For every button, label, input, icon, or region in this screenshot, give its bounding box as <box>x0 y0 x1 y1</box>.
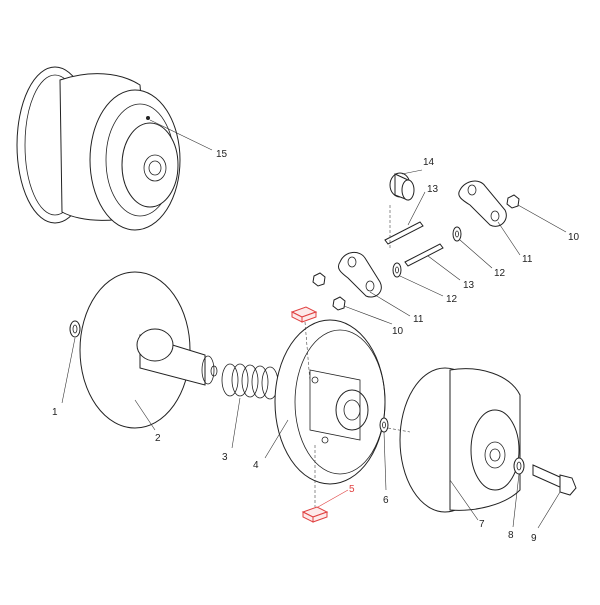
part-6-washer[interactable] <box>379 417 389 433</box>
part-12-washer-a[interactable] <box>452 226 462 242</box>
svg-text:11: 11 <box>413 314 424 325</box>
callout-5: 5 <box>317 484 355 508</box>
svg-text:7: 7 <box>479 519 485 530</box>
svg-text:4: 4 <box>253 460 259 471</box>
part-5-slider-pad-top[interactable] <box>290 306 318 323</box>
callout-11a: 11 <box>497 221 533 265</box>
part-15-clutch-assembly[interactable] <box>16 66 181 231</box>
part-10-nut-b[interactable] <box>312 272 346 311</box>
svg-text:12: 12 <box>446 294 458 305</box>
callout-3: 3 <box>222 397 241 463</box>
callout-14: 14 <box>401 157 435 175</box>
part-11-link-plate-b[interactable] <box>337 252 382 298</box>
callout-6: 6 <box>383 431 389 506</box>
part-13-pin-a[interactable] <box>384 221 424 245</box>
callout-11b: 11 <box>369 291 424 325</box>
part-12-washer-b[interactable] <box>392 262 402 278</box>
part-7-cover[interactable] <box>399 367 521 513</box>
svg-text:11: 11 <box>522 254 533 265</box>
part-3-spring[interactable] <box>221 363 279 400</box>
part-8-washer[interactable] <box>513 457 525 475</box>
callout-8: 8 <box>508 473 520 541</box>
svg-text:9: 9 <box>531 533 537 544</box>
svg-text:6: 6 <box>383 495 389 506</box>
svg-text:13: 13 <box>427 184 439 195</box>
part-5-slider-pad-bottom[interactable] <box>301 506 329 523</box>
svg-text:14: 14 <box>423 157 435 168</box>
svg-text:10: 10 <box>568 232 580 243</box>
svg-text:10: 10 <box>392 326 404 337</box>
svg-text:5: 5 <box>349 484 355 495</box>
svg-text:3: 3 <box>222 452 228 463</box>
callout-13b: 13 <box>427 255 475 291</box>
part-9-bolt[interactable] <box>532 464 577 496</box>
svg-text:13: 13 <box>463 280 475 291</box>
part-14-roller[interactable] <box>389 172 415 201</box>
callout-15: 15 <box>149 119 228 160</box>
callout-13a: 13 <box>407 184 439 226</box>
part-1-washer[interactable] <box>69 320 81 338</box>
svg-text:1: 1 <box>52 407 58 418</box>
callout-12a: 12 <box>459 239 506 279</box>
callout-7: 7 <box>449 479 485 530</box>
assembly-lines <box>304 205 411 507</box>
callout-1: 1 <box>52 337 76 418</box>
callout-10b: 10 <box>343 305 404 337</box>
part-10-nut-a[interactable] <box>506 194 520 209</box>
part-11-link-plate-a[interactable] <box>458 180 507 227</box>
part-4-movable-sheave[interactable] <box>274 319 386 485</box>
callout-4: 4 <box>253 419 289 471</box>
svg-text:2: 2 <box>155 433 161 444</box>
svg-text:8: 8 <box>508 530 514 541</box>
callout-9: 9 <box>531 491 561 544</box>
svg-text:12: 12 <box>494 268 506 279</box>
svg-text:15: 15 <box>216 149 228 160</box>
part-13-pin-b[interactable] <box>404 243 444 267</box>
callout-12b: 12 <box>399 275 458 305</box>
part-2-fixed-sheave[interactable] <box>79 271 218 429</box>
callout-2: 2 <box>134 399 161 444</box>
callout-10a: 10 <box>517 204 580 243</box>
